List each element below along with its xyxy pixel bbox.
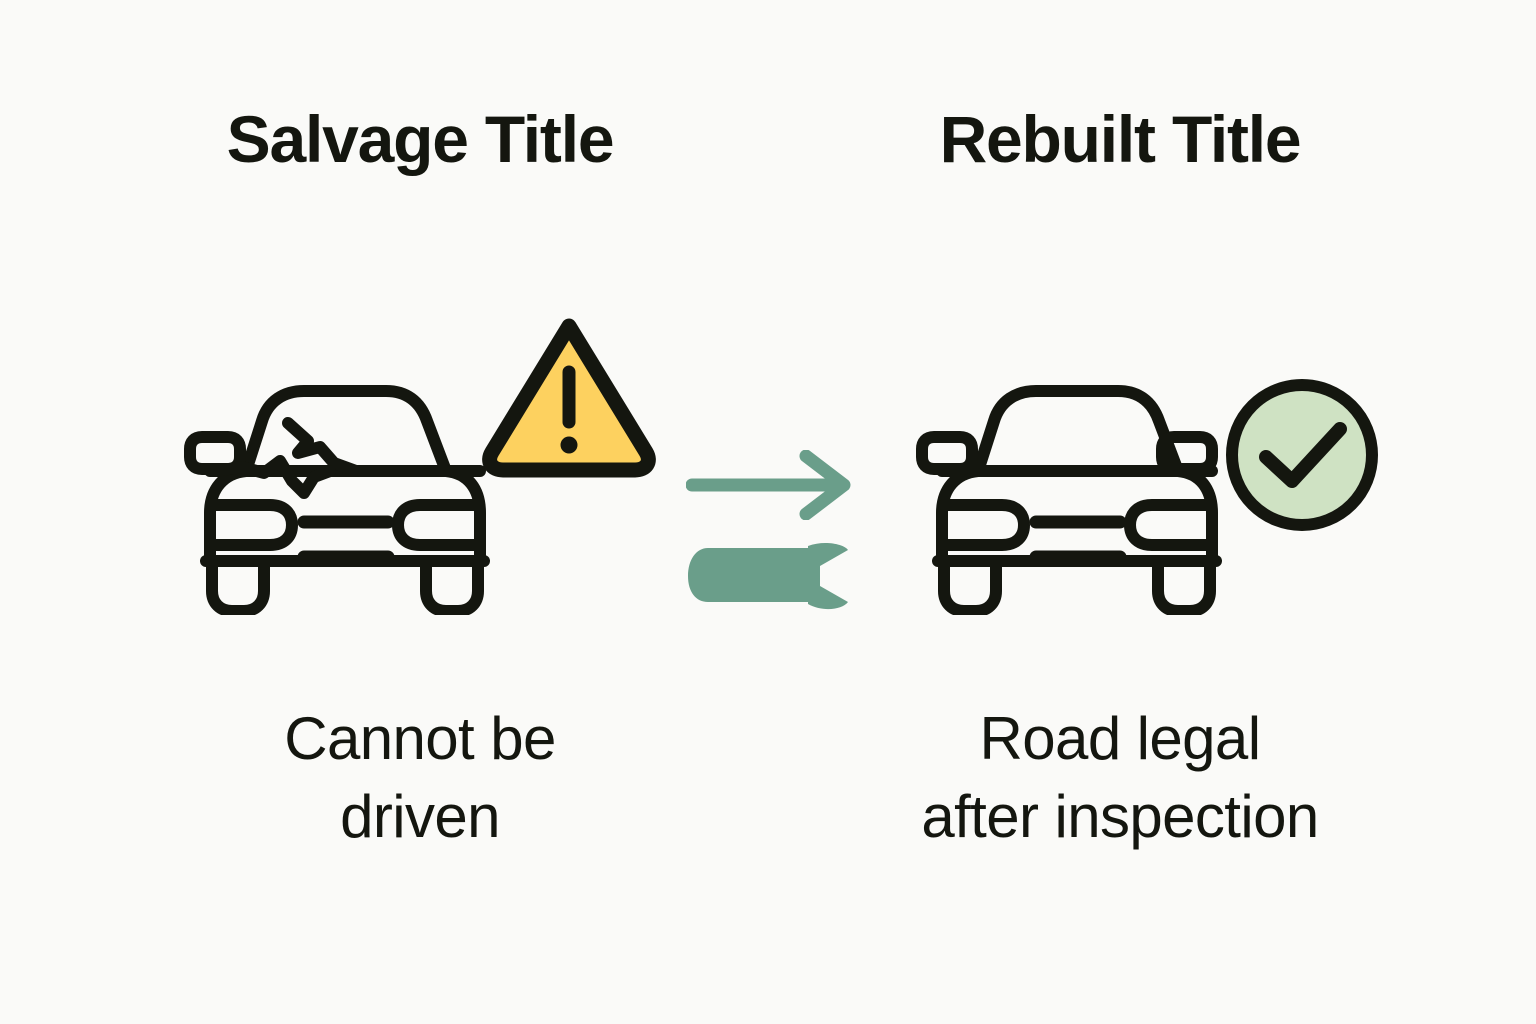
icon-stage xyxy=(0,300,1536,660)
arrow-right-icon xyxy=(686,450,856,520)
rebuilt-caption-line-2: after inspection xyxy=(921,783,1319,850)
wrench-icon xyxy=(686,540,851,612)
warning-triangle-icon xyxy=(478,310,660,480)
car-front-icon xyxy=(912,365,1222,615)
rebuilt-caption-line-1: Road legal xyxy=(979,705,1261,772)
damaged-car-front-icon xyxy=(180,365,490,615)
salvage-title-heading: Salvage Title xyxy=(226,102,615,176)
salvage-caption: Cannot be driven xyxy=(60,700,780,856)
rebuilt-title-heading: Rebuilt Title xyxy=(939,102,1302,176)
salvage-caption-line-1: Cannot be xyxy=(284,705,556,772)
check-circle-icon xyxy=(1222,375,1382,535)
salvage-caption-line-2: driven xyxy=(340,783,500,850)
rebuilt-caption: Road legal after inspection xyxy=(760,700,1480,856)
